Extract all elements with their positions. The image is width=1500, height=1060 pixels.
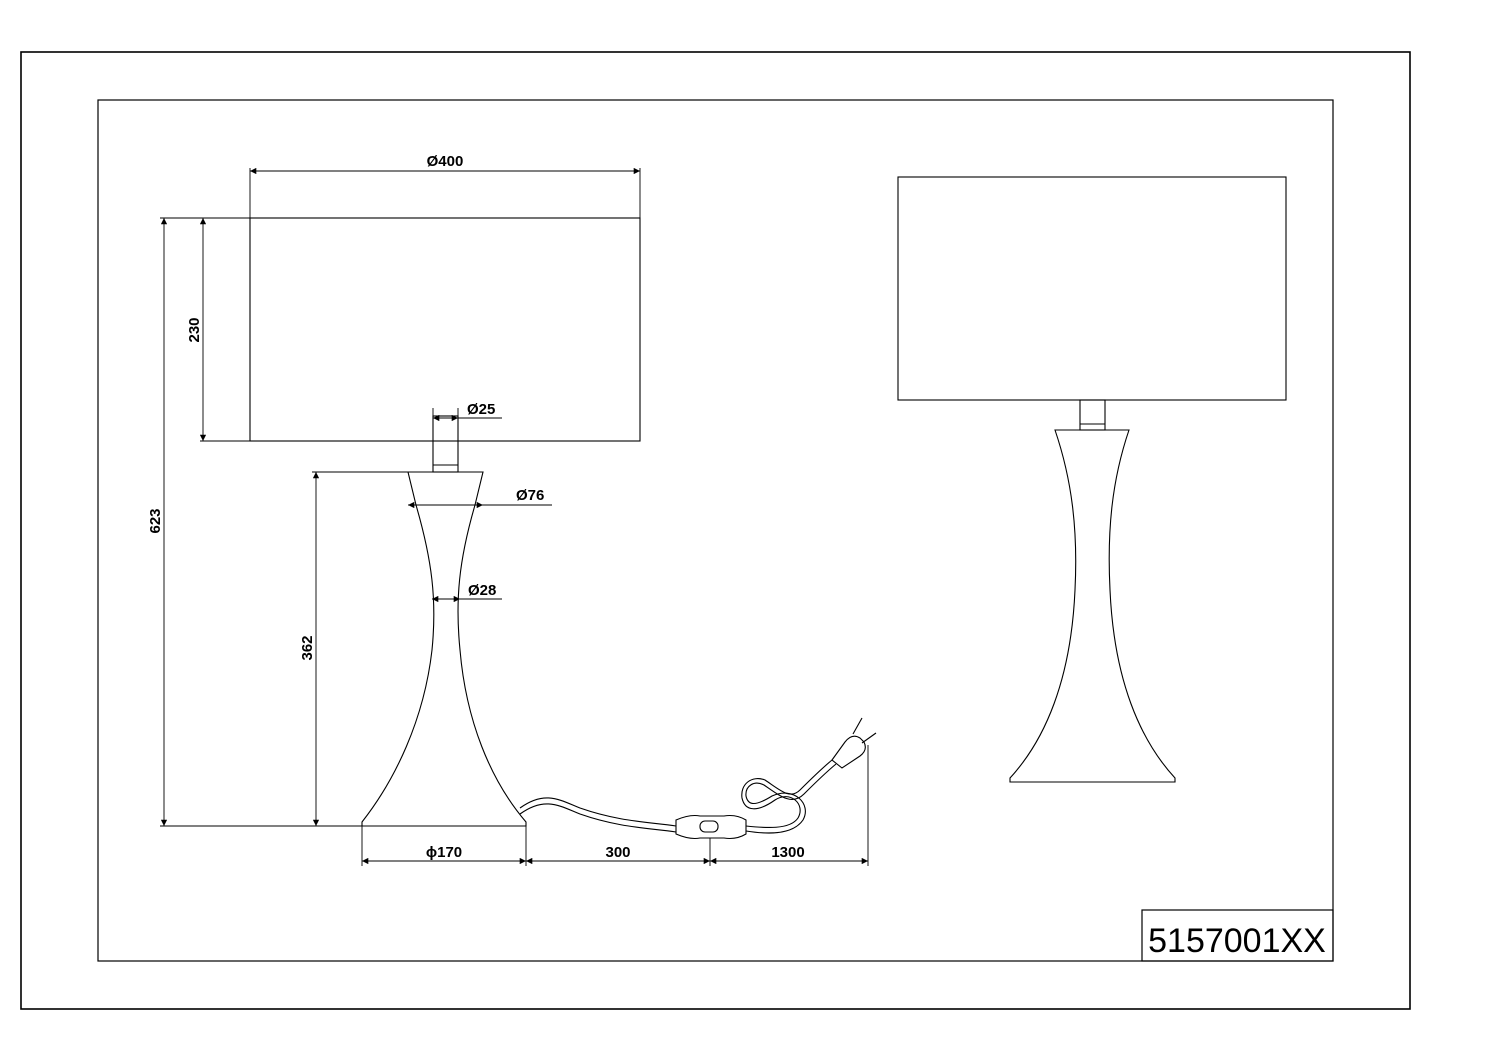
plain-lamp-shade <box>897 176 1287 401</box>
label-shade-diameter: Ø400 <box>427 153 464 170</box>
plain-lamp-base <box>1009 429 1176 783</box>
label-top-diameter: Ø76 <box>516 487 544 504</box>
dimension-labels: Ø400 230 623 Ø25 Ø76 Ø28 362 ϕ170 300 13… <box>147 153 805 861</box>
label-switch-to-plug: 1300 <box>771 844 804 861</box>
lamp-base <box>361 504 527 827</box>
label-stem-diameter: Ø25 <box>467 401 495 418</box>
outer-frame <box>20 51 1411 1010</box>
label-base-diameter: ϕ170 <box>426 844 462 861</box>
dimension-lines <box>160 167 869 866</box>
dimensioned-view <box>249 217 877 840</box>
inner-frame <box>97 99 1334 962</box>
cable-switch <box>675 814 747 840</box>
label-total-height: 623 <box>147 508 164 533</box>
power-cable <box>519 797 677 827</box>
base-top <box>407 471 484 506</box>
lamp-shade <box>249 217 641 442</box>
title-block: 5157001XX <box>1141 909 1334 962</box>
label-cable-to-switch: 300 <box>605 844 630 861</box>
plain-view <box>897 176 1287 783</box>
label-base-height: 362 <box>299 635 316 660</box>
label-shade-height: 230 <box>186 317 203 342</box>
plain-lamp-stem <box>1079 399 1106 431</box>
product-code: 5157001XX <box>1148 922 1326 960</box>
power-plug <box>831 735 866 769</box>
label-neck-diameter: Ø28 <box>468 582 496 599</box>
lamp-stem <box>432 415 459 473</box>
